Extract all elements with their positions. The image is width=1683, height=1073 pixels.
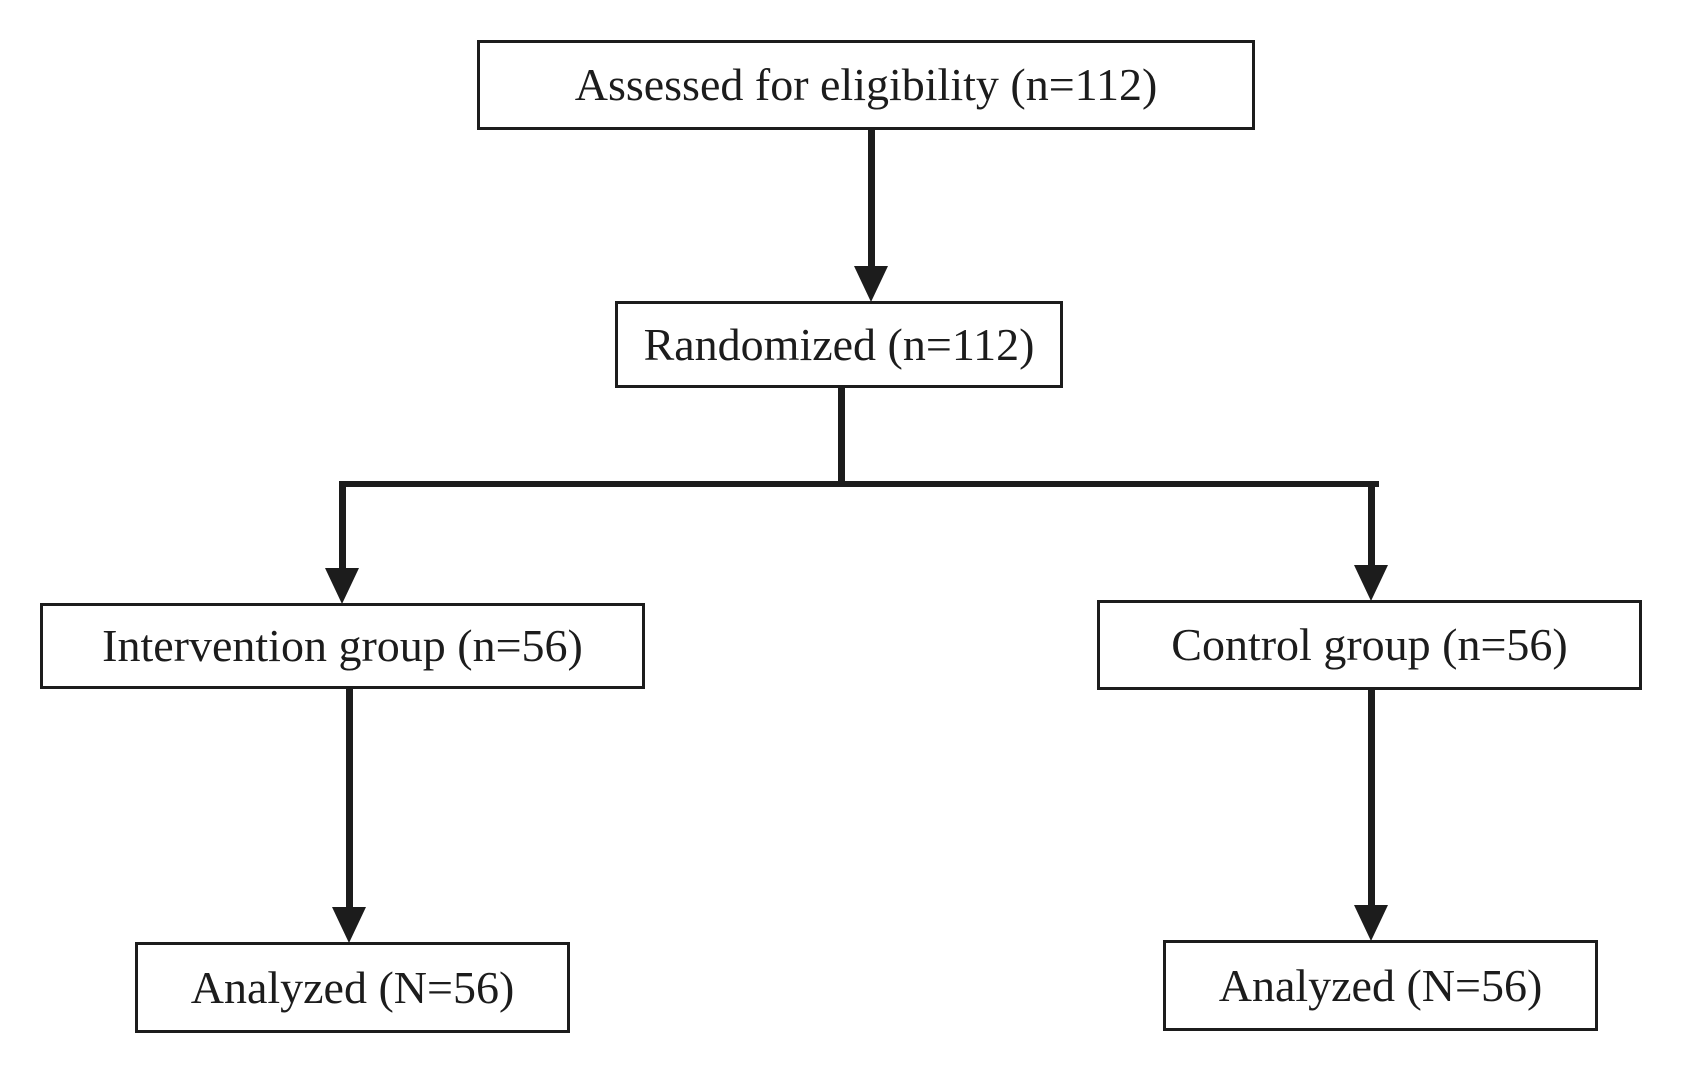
node-intervention-label: Intervention group (n=56)	[102, 620, 583, 671]
node-analyzed-intervention-label: Analyzed (N=56)	[190, 961, 515, 1013]
arrow-randomized-to-intervention-head-icon	[325, 568, 359, 604]
randomized-branch-stem	[838, 388, 845, 487]
arrow-randomized-to-control-shaft	[1368, 484, 1375, 569]
arrow-control-to-analyzed-shaft	[1368, 690, 1375, 907]
node-randomized: Randomized (n=112)	[615, 301, 1063, 388]
arrow-randomized-to-intervention-shaft	[339, 484, 346, 572]
arrow-intervention-to-analyzed-head-icon	[332, 907, 366, 943]
node-randomized-label: Randomized (n=112)	[643, 318, 1035, 370]
node-control-label: Control group (n=56)	[1171, 619, 1568, 670]
arrow-assessed-to-randomized-shaft	[868, 130, 875, 270]
arrow-assessed-to-randomized-head-icon	[854, 266, 888, 302]
arrow-randomized-to-control-head-icon	[1354, 565, 1388, 601]
node-assessed-label: Assessed for eligibility (n=112)	[574, 59, 1158, 110]
node-intervention-group: Intervention group (n=56)	[40, 603, 645, 689]
node-analyzed-control: Analyzed (N=56)	[1163, 940, 1598, 1031]
arrow-intervention-to-analyzed-shaft	[346, 689, 353, 911]
node-analyzed-control-label: Analyzed (N=56)	[1218, 959, 1543, 1011]
arrow-control-to-analyzed-head-icon	[1354, 905, 1388, 941]
node-analyzed-intervention: Analyzed (N=56)	[135, 942, 570, 1033]
node-control-group: Control group (n=56)	[1097, 600, 1642, 690]
node-assessed-for-eligibility: Assessed for eligibility (n=112)	[477, 40, 1255, 130]
randomized-branch-line	[339, 481, 1379, 487]
